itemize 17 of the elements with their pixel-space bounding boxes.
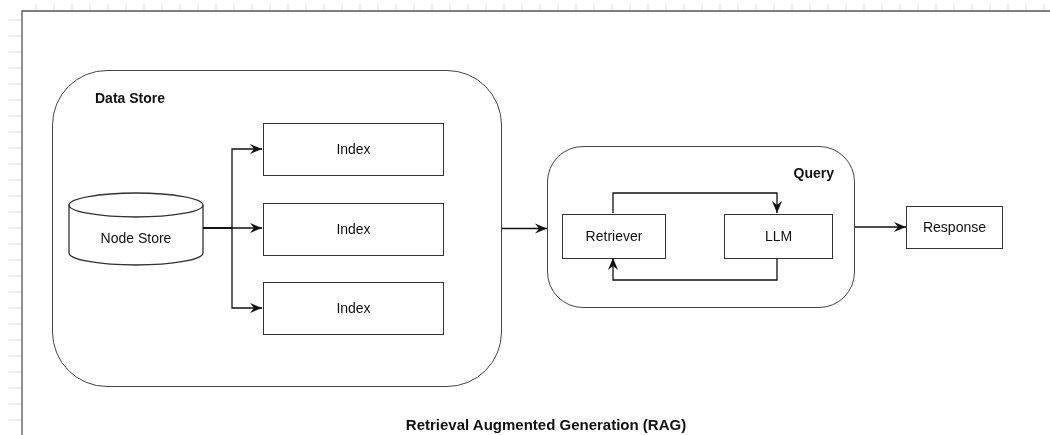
arrow	[612, 192, 782, 214]
arrow	[202, 227, 263, 313]
group-container	[52, 70, 502, 387]
node-label: Node Store	[100, 228, 172, 248]
process-box: Index	[263, 123, 444, 176]
diagram-caption: Retrieval Augmented Generation (RAG)	[405, 415, 687, 435]
process-box: Retriever	[562, 214, 666, 259]
process-box: LLM	[724, 214, 833, 259]
group-heading: Data Store	[95, 89, 166, 108]
process-box: Response	[906, 206, 1003, 249]
arrow	[854, 222, 907, 232]
group-heading: Query	[793, 164, 834, 183]
group-container	[547, 146, 855, 308]
process-box: Index	[263, 203, 444, 256]
arrow	[501, 223, 548, 234]
arrow	[608, 257, 778, 281]
process-box: Index	[263, 282, 444, 335]
